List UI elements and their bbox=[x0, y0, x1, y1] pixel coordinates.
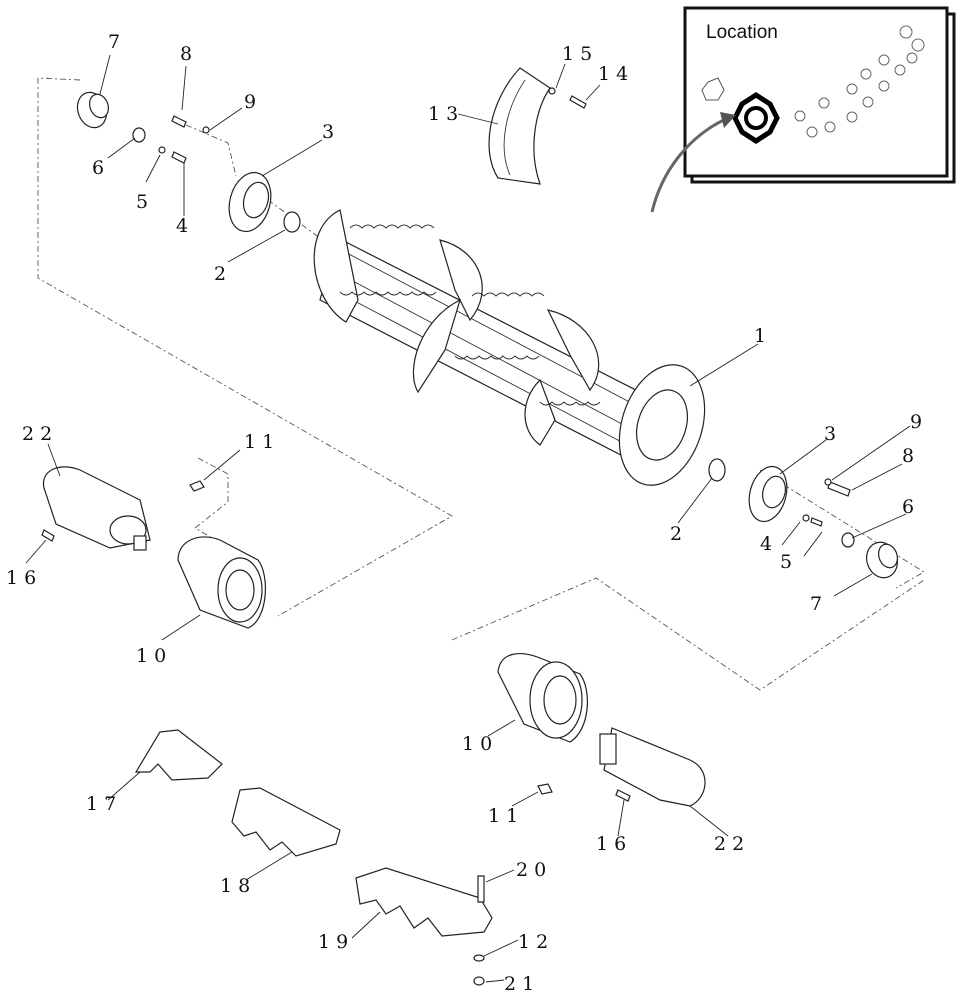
callout-15: 15 bbox=[562, 43, 598, 65]
lock-washer-5-right bbox=[802, 514, 810, 522]
callout-6: 6 bbox=[92, 157, 110, 179]
callout-20: 20 bbox=[516, 859, 552, 881]
bolt-20 bbox=[477, 875, 485, 903]
callout-18: 18 bbox=[220, 875, 256, 897]
callout-19: 19 bbox=[318, 931, 354, 953]
callout-9: 9 bbox=[244, 91, 262, 113]
pulley-right bbox=[866, 541, 899, 579]
nut-11-left bbox=[189, 480, 205, 492]
callout-21: 21 bbox=[504, 973, 540, 995]
bolt-8-left bbox=[171, 115, 187, 128]
nut-11-right bbox=[537, 783, 553, 795]
callout-13: 13 bbox=[428, 103, 464, 125]
hydraulic-motor-right bbox=[599, 727, 706, 807]
washer-right bbox=[841, 532, 855, 548]
callout-1: 1 bbox=[754, 325, 772, 347]
hydraulic-motor-left bbox=[42, 466, 151, 551]
callout-10: 10 bbox=[136, 645, 172, 667]
nut-21 bbox=[473, 976, 485, 986]
bolt-4-right bbox=[810, 517, 823, 527]
shield-17 bbox=[134, 729, 223, 781]
callout-2-right: 2 bbox=[670, 523, 688, 545]
pulley-left bbox=[76, 91, 110, 129]
location-title: Location bbox=[706, 22, 778, 43]
location-map-dots bbox=[794, 25, 925, 138]
callout-7: 7 bbox=[108, 31, 126, 53]
callout-11-right: 11 bbox=[488, 805, 524, 827]
callout-17: 17 bbox=[86, 793, 122, 815]
callout-2: 2 bbox=[214, 263, 232, 285]
callout-7-right: 7 bbox=[810, 593, 828, 615]
callout-8-right: 8 bbox=[902, 445, 920, 467]
callout-6-right: 6 bbox=[902, 496, 920, 518]
callout-16: 16 bbox=[6, 567, 42, 589]
callout-5-right: 5 bbox=[780, 551, 798, 573]
callout-labels: 7 8 9 6 5 4 3 2 13 15 14 1 22 11 16 10 2… bbox=[6, 31, 928, 995]
callout-8: 8 bbox=[180, 43, 198, 65]
bearing-flange-right bbox=[748, 465, 788, 523]
bearing-flange-left bbox=[228, 171, 272, 233]
leader-lines bbox=[25, 54, 911, 983]
location-arrow-icon bbox=[720, 112, 736, 128]
callout-9-right: 9 bbox=[910, 411, 928, 433]
shield-18 bbox=[231, 787, 341, 857]
callout-22-right: 22 bbox=[714, 833, 750, 855]
washer-15 bbox=[548, 87, 556, 95]
motor-housing-left bbox=[177, 536, 267, 629]
bolt-16-right bbox=[615, 789, 631, 802]
washer-left bbox=[132, 127, 146, 143]
bolt-14 bbox=[569, 95, 587, 109]
callout-4: 4 bbox=[176, 215, 194, 237]
callout-22: 22 bbox=[22, 423, 58, 445]
washer-12 bbox=[473, 954, 485, 962]
snap-ring-right bbox=[708, 458, 726, 482]
callout-4-right: 4 bbox=[760, 533, 778, 555]
lock-washer-left bbox=[158, 146, 166, 154]
location-marker-icon bbox=[732, 92, 780, 144]
location-panel: Location bbox=[650, 6, 956, 213]
shield-19 bbox=[355, 867, 493, 937]
callout-3-right: 3 bbox=[824, 423, 842, 445]
lock-washer-9-left bbox=[202, 126, 210, 134]
callout-12: 12 bbox=[518, 931, 554, 953]
lock-washer-9-right bbox=[824, 478, 832, 486]
snap-ring-left bbox=[283, 211, 301, 233]
bolt-8-right bbox=[827, 481, 851, 497]
bolt-16-left bbox=[41, 529, 55, 542]
auger-cover bbox=[488, 67, 551, 185]
motor-housing-right bbox=[497, 653, 589, 743]
callout-11: 11 bbox=[244, 431, 280, 453]
callout-5: 5 bbox=[136, 191, 154, 213]
callout-14: 14 bbox=[598, 63, 634, 85]
callout-16-right: 16 bbox=[596, 833, 632, 855]
callout-3: 3 bbox=[322, 121, 340, 143]
bolt-4-left bbox=[171, 151, 187, 164]
auger-tube bbox=[313, 209, 706, 486]
callout-10-right: 10 bbox=[462, 733, 498, 755]
